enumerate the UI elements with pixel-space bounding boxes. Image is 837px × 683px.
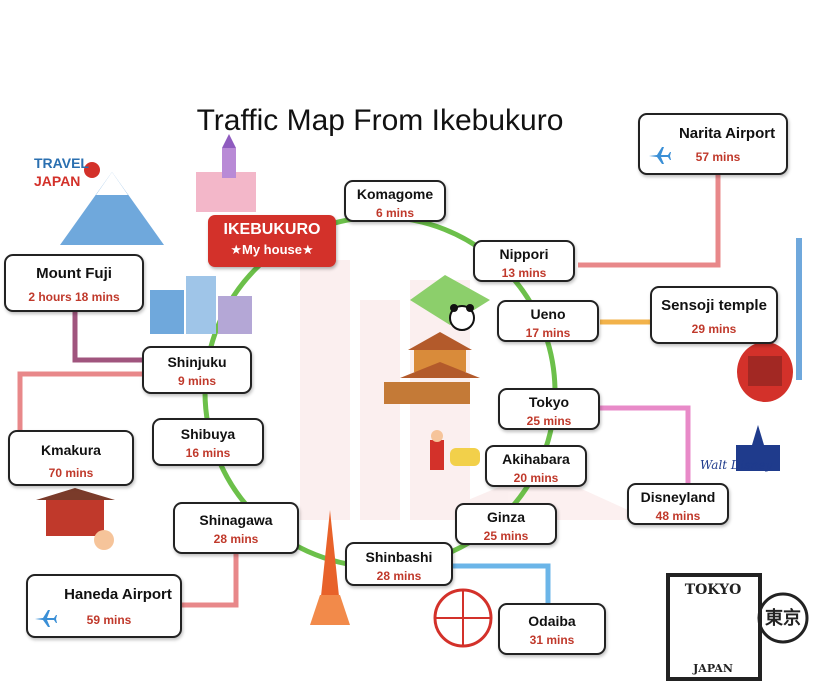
- station-tokyo[interactable]: Tokyo 25 mins: [498, 388, 600, 430]
- station-name: Tokyo: [528, 394, 570, 410]
- destination-mount-fuji[interactable]: Mount Fuji 2 hours 18 mins: [4, 254, 144, 312]
- origin-ikebukuro[interactable]: IKEBUKURO ★My house★: [208, 215, 336, 267]
- station-name: Ginza: [486, 509, 526, 525]
- destination-name: Narita Airport: [678, 125, 776, 142]
- airplane-icon: [35, 610, 57, 627]
- station-nippori[interactable]: Nippori 13 mins: [473, 240, 575, 282]
- station-name: Shibuya: [180, 426, 236, 442]
- destination-time: 2 hours 18 mins: [28, 290, 120, 304]
- station-shinbashi[interactable]: Shinbashi 28 mins: [345, 542, 453, 586]
- destination-disneyland[interactable]: Disneyland 48 mins: [627, 483, 729, 525]
- tokyo-stamp-illustration: [666, 573, 809, 681]
- skytree-lantern-illustration: [737, 238, 802, 402]
- destination-time: 29 mins: [691, 322, 737, 336]
- disneyland-line: [600, 405, 691, 486]
- destination-time: 57 mins: [695, 150, 741, 164]
- station-time: 17 mins: [525, 326, 571, 340]
- station-time: 9 mins: [177, 374, 216, 388]
- ueno-park-panda-illustration: [410, 275, 490, 331]
- destination-narita-airport[interactable]: Narita Airport 57 mins: [638, 113, 788, 175]
- station-time: 25 mins: [483, 529, 529, 543]
- destination-odaiba[interactable]: Odaiba 31 mins: [498, 603, 606, 655]
- station-name: Nippori: [499, 246, 549, 262]
- odaiba-line: [452, 563, 551, 612]
- mount-fuji-illustration: [60, 162, 164, 245]
- origin-name: IKEBUKURO: [223, 221, 321, 238]
- destination-time: 70 mins: [48, 466, 94, 480]
- destination-sensoji-temple[interactable]: Sensoji temple 29 mins: [650, 286, 778, 344]
- tokyo-stamp: TOKYO JAPAN 東京: [685, 582, 801, 675]
- travel-japan-badge: TRAVEL JAPAN: [34, 154, 89, 190]
- station-time: 28 mins: [213, 532, 259, 546]
- station-name: Shinjuku: [167, 354, 227, 370]
- destination-haneda-airport[interactable]: Haneda Airport 59 mins: [26, 574, 182, 638]
- station-name: Komagome: [356, 186, 434, 202]
- destination-time: 31 mins: [529, 633, 575, 647]
- station-time: 28 mins: [376, 569, 422, 583]
- station-ginza[interactable]: Ginza 25 mins: [455, 503, 557, 545]
- tokyo-tower-illustration: [310, 510, 350, 625]
- station-time: 16 mins: [185, 446, 231, 460]
- destination-name: Mount Fuji: [36, 265, 112, 282]
- station-name: Akihabara: [502, 451, 570, 467]
- station-time: 20 mins: [513, 471, 559, 485]
- fuji-line: [72, 310, 142, 363]
- station-name: Ueno: [530, 306, 566, 322]
- station-time: 13 mins: [501, 266, 547, 280]
- temple-illustration: [384, 332, 480, 404]
- mario-game-illustration: [430, 430, 480, 470]
- disney-logo: Walt Disney: [700, 458, 773, 472]
- station-time: 6 mins: [375, 206, 414, 220]
- page-title: Traffic Map From Ikebukuro: [196, 104, 564, 137]
- stamp-kanji-text: 東京: [765, 607, 801, 629]
- narita-line: [578, 172, 721, 268]
- destination-time: 59 mins: [86, 613, 132, 627]
- destination-name: Sensoji temple: [661, 297, 767, 314]
- travel-badge-line1: TRAVEL: [34, 155, 89, 171]
- station-akihabara[interactable]: Akihabara 20 mins: [485, 445, 587, 487]
- destination-name: Disneyland: [640, 489, 716, 505]
- airplane-icon: [649, 147, 671, 164]
- origin-note: ★My house★: [230, 242, 314, 257]
- station-name: Shinagawa: [199, 512, 273, 528]
- destination-time: 48 mins: [655, 509, 701, 523]
- destination-name: Haneda Airport: [64, 586, 172, 603]
- kmakura-line: [17, 371, 142, 432]
- stamp-bottom-text: JAPAN: [692, 662, 733, 675]
- station-ueno[interactable]: Ueno 17 mins: [497, 300, 599, 342]
- station-komagome[interactable]: Komagome 6 mins: [344, 180, 446, 222]
- haneda-line: [182, 552, 239, 608]
- ferris-wheel-illustration: [433, 588, 493, 648]
- station-shinagawa[interactable]: Shinagawa 28 mins: [173, 502, 299, 554]
- stamp-top-text: TOKYO: [685, 582, 742, 598]
- station-shinjuku[interactable]: Shinjuku 9 mins: [142, 346, 252, 394]
- travel-badge-line2: JAPAN: [34, 173, 81, 189]
- station-time: 25 mins: [526, 414, 572, 428]
- disney-castle-illustration: [736, 425, 780, 471]
- shinjuku-buildings-illustration: [150, 276, 252, 334]
- destination-name: Kmakura: [41, 442, 101, 458]
- station-shibuya[interactable]: Shibuya 16 mins: [152, 418, 264, 466]
- destination-kmakura[interactable]: Kmakura 70 mins: [8, 430, 134, 486]
- kamakura-temple-illustration: [36, 488, 115, 550]
- ikebukuro-building-illustration: [196, 134, 256, 212]
- destination-name: Odaiba: [528, 613, 576, 629]
- station-name: Shinbashi: [365, 549, 433, 565]
